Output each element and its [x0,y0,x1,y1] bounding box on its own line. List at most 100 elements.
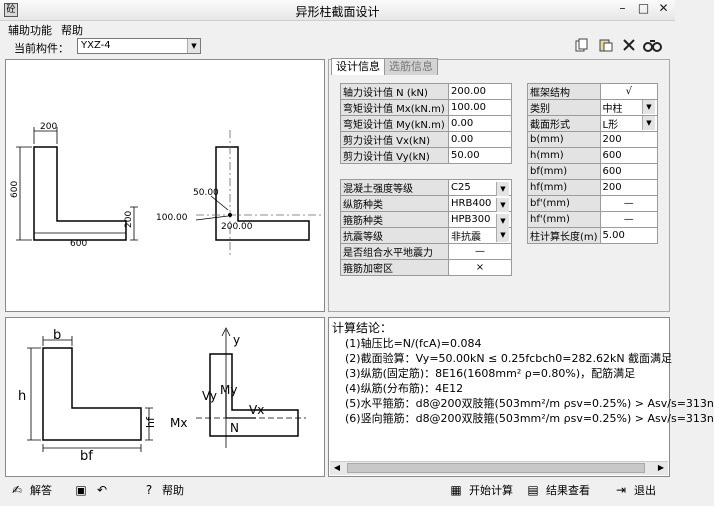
paste-icon[interactable] [598,38,614,54]
close-button[interactable]: ✕ [658,1,669,15]
maximize-button[interactable]: □ [637,1,650,15]
question-icon: ? [145,483,153,497]
field-label: 混凝土强度等级 [340,179,449,196]
table-row: 箍筋加密区× [340,259,512,276]
tab-design-info[interactable]: 设计信息 [331,58,385,75]
sym-y: y [233,333,240,347]
help-label: 帮助 [162,484,184,497]
field-label: 弯矩设计值 My(kN.m) [340,115,449,132]
sym-b: b [53,328,61,343]
table-row: 柱计算长度(m)5.00 [527,227,659,244]
field-label: b(mm) [527,131,601,148]
field-input[interactable]: 5.00 [599,227,659,244]
field-input[interactable]: 非抗震 ▼ [448,227,512,244]
field-input[interactable]: L形 ▼ [599,115,659,132]
table-row: 弯矩设计值 Mx(kN.m)100.00 [340,99,512,116]
field-label: h(mm) [527,147,601,164]
minimize-button[interactable]: – [619,1,626,15]
field-input[interactable]: 中柱▼ [599,99,659,116]
delete-icon[interactable] [621,38,637,54]
tab-rebar-info[interactable]: 选筋信息 [384,58,438,75]
result-line-1: (1)轴压比=N/(fcA)=0.084 [345,337,482,350]
exit-button[interactable]: ⇥ 退出 [612,482,656,498]
scroll-thumb[interactable] [347,463,645,473]
scroll-left-icon[interactable]: ◀ [333,463,341,472]
section-diagram: 200 600 600 200 100.00 50.00 200.00 [10,122,322,255]
component-value: YXZ-4 [81,40,111,51]
field-input[interactable]: 600 [599,163,659,180]
copy-icon[interactable] [574,38,590,54]
table-row: 是否组合水平地震力— [340,243,512,260]
field-input[interactable]: — [448,243,512,260]
table-row: 弯矩设计值 My(kN.m)0.00 [340,115,512,132]
field-input[interactable]: 200.00 [448,83,512,100]
calculator-icon: ▦ [450,483,462,497]
field-value: HRB400 [451,198,492,209]
chevron-down-icon[interactable]: ▼ [642,116,655,130]
start-calc-button[interactable]: ▦ 开始计算 [447,482,513,498]
field-input[interactable]: × [448,259,512,276]
title-bar [0,0,675,21]
chevron-down-icon: ▼ [187,39,200,53]
open-book-icon: ▤ [527,483,539,497]
table-row: 剪力设计值 Vy(kN)50.00 [340,147,512,164]
solve-button[interactable]: ✍ 解答 [8,482,52,498]
field-input[interactable]: — [599,195,659,212]
field-input[interactable]: 0.00 [448,131,512,148]
app-icon: 砼 [4,3,18,17]
chevron-down-icon[interactable]: ▼ [496,182,509,196]
field-input[interactable]: √ [599,83,659,100]
field-input[interactable]: 50.00 [448,147,512,164]
menu-aux[interactable]: 辅助功能 [8,24,52,37]
table-row: 抗震等级非抗震▼ [340,227,512,244]
field-value: 非抗震 [451,232,481,243]
symbol-diagram: b h bf hf y Vy My Vx Mx N [18,327,306,464]
sym-mx: Mx [170,416,187,430]
field-input[interactable]: 200 [599,179,659,196]
undo-button[interactable]: ↶ [93,482,111,498]
field-label: 箍筋加密区 [340,259,449,276]
view-results-button[interactable]: ▤ 结果查看 [524,482,590,498]
sym-hf: hf [144,416,157,428]
solve-label: 解答 [30,484,52,497]
start-calc-label: 开始计算 [469,484,513,497]
field-label: bf'(mm) [527,195,601,212]
field-label: 柱计算长度(m) [527,227,601,244]
field-input[interactable]: C25▼ [448,179,512,196]
field-input[interactable]: 0.00 [448,115,512,132]
save-button[interactable]: ▣ [72,482,90,498]
load-vx: 200.00 [221,222,253,232]
menu-help[interactable]: 帮助 [61,24,83,37]
field-input[interactable]: 100.00 [448,99,512,116]
save-icon: ▣ [75,483,87,497]
result-line-6: (6)竖向箍筋：d8@200双肢箍(503mm²/m ρsv=0.25%) > … [345,412,714,425]
field-value: HPB300 [451,214,491,225]
chevron-down-icon[interactable]: ▼ [496,214,509,228]
component-select[interactable]: YXZ-4 ▼ [77,38,201,54]
field-input[interactable]: HRB400 ▼ [448,195,512,212]
result-line-3: (3)纵筋(固定筋)：8E16(1608mm² ρ=0.80%)，配筋满足 [345,367,636,380]
sym-vy: Vy [202,389,217,403]
field-input[interactable]: — [599,211,659,228]
result-title: 计算结论： [332,321,393,335]
exit-label: 退出 [634,484,656,497]
scroll-right-icon[interactable]: ▶ [657,463,665,472]
help-button[interactable]: ? 帮助 [140,482,184,498]
field-input[interactable]: 200 [599,131,659,148]
link-icon[interactable] [643,38,662,54]
chevron-down-icon[interactable]: ▼ [496,198,509,212]
field-input[interactable]: 600 [599,147,659,164]
field-input[interactable]: HPB300 ▼ [448,211,512,228]
load-vy: 50.00 [193,188,219,198]
chevron-down-icon[interactable]: ▼ [642,100,655,114]
dim-line-right [130,206,138,241]
book-icon: ✍ [11,483,23,497]
sym-n: N [230,421,239,435]
chevron-down-icon[interactable]: ▼ [496,228,509,242]
field-value: L形 [602,120,619,131]
